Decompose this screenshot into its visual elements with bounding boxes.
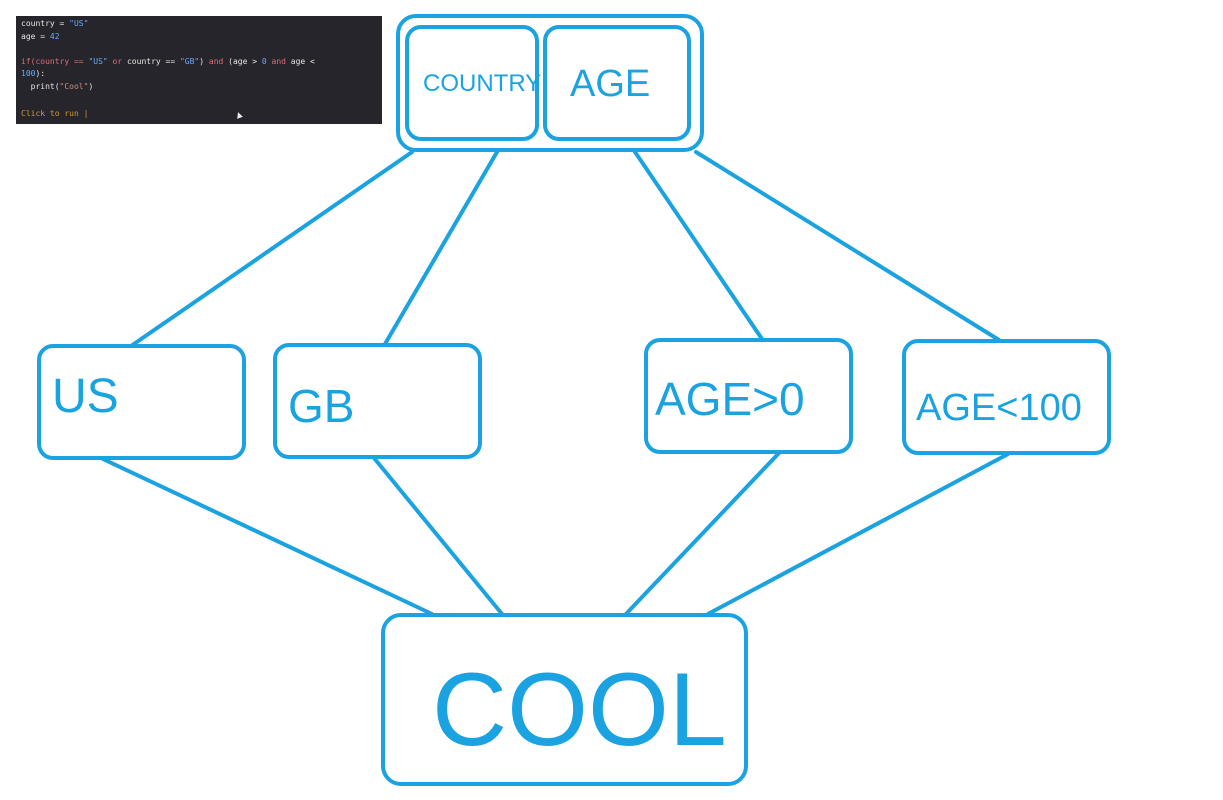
input-group-box <box>396 14 704 152</box>
country-label: COUNTRY <box>423 70 542 97</box>
code-line-3: if(country == "US" or country == "GB") a… <box>21 56 376 69</box>
connector-agelt-cool <box>706 452 1010 616</box>
connector-top-us <box>129 150 414 348</box>
connector-top-agelt <box>694 150 1001 342</box>
code-token: (age > <box>223 56 262 66</box>
condition-us-label: US <box>52 370 119 423</box>
connector-agegt-cool <box>624 451 781 616</box>
code-token: ) <box>88 81 94 91</box>
click-to-run-hint[interactable]: Click to run | <box>21 108 89 118</box>
code-token: "Cool" <box>59 81 89 91</box>
code-token: 100 <box>21 69 36 78</box>
code-token: age < <box>285 56 315 66</box>
result-cool-node: COOL <box>381 613 748 786</box>
code-token: and <box>271 56 286 66</box>
code-token: country == <box>122 56 180 66</box>
code-line-2: age = 42 <box>21 31 376 44</box>
code-token: ): <box>35 69 46 78</box>
code-token: print( <box>21 81 60 91</box>
code-token: "GB" <box>179 56 200 66</box>
code-token: "US" <box>88 56 108 66</box>
code-token: ) <box>199 56 209 66</box>
condition-gb-label: GB <box>288 380 355 432</box>
condition-age-gt-node: AGE>0 <box>644 338 853 454</box>
connector-top-gb <box>383 150 499 346</box>
connector-us-cool <box>101 457 434 616</box>
code-snippet-panel: country = "US" age = 42 if(country == "U… <box>16 16 382 124</box>
result-cool-label: COOL <box>432 652 727 768</box>
code-token: country <box>21 19 55 28</box>
connector-top-agegt <box>633 150 764 341</box>
code-line-5: print("Cool") <box>21 81 376 94</box>
code-token: or <box>112 56 123 66</box>
connector-gb-cool <box>372 456 504 616</box>
code-token: 0 <box>261 56 267 66</box>
condition-age-gt-label: AGE>0 <box>655 373 805 425</box>
code-line-4: 100): <box>21 68 376 81</box>
condition-us-node: US <box>37 344 246 460</box>
code-token: = <box>54 19 70 28</box>
condition-gb-node: GB <box>273 343 482 459</box>
code-token: if(country == <box>21 56 89 66</box>
code-token: = <box>35 31 50 41</box>
code-token: age <box>21 31 36 41</box>
code-token: 42 <box>49 31 60 41</box>
condition-age-lt-label: AGE<100 <box>916 387 1082 429</box>
age-node: AGE <box>543 25 691 141</box>
country-node: COUNTRY <box>405 25 542 141</box>
code-token: "US" <box>69 19 89 28</box>
age-label: AGE <box>570 63 651 105</box>
code-token: and <box>208 56 224 66</box>
condition-age-lt-node: AGE<100 <box>902 339 1111 455</box>
code-line-1: country = "US" <box>21 18 376 31</box>
